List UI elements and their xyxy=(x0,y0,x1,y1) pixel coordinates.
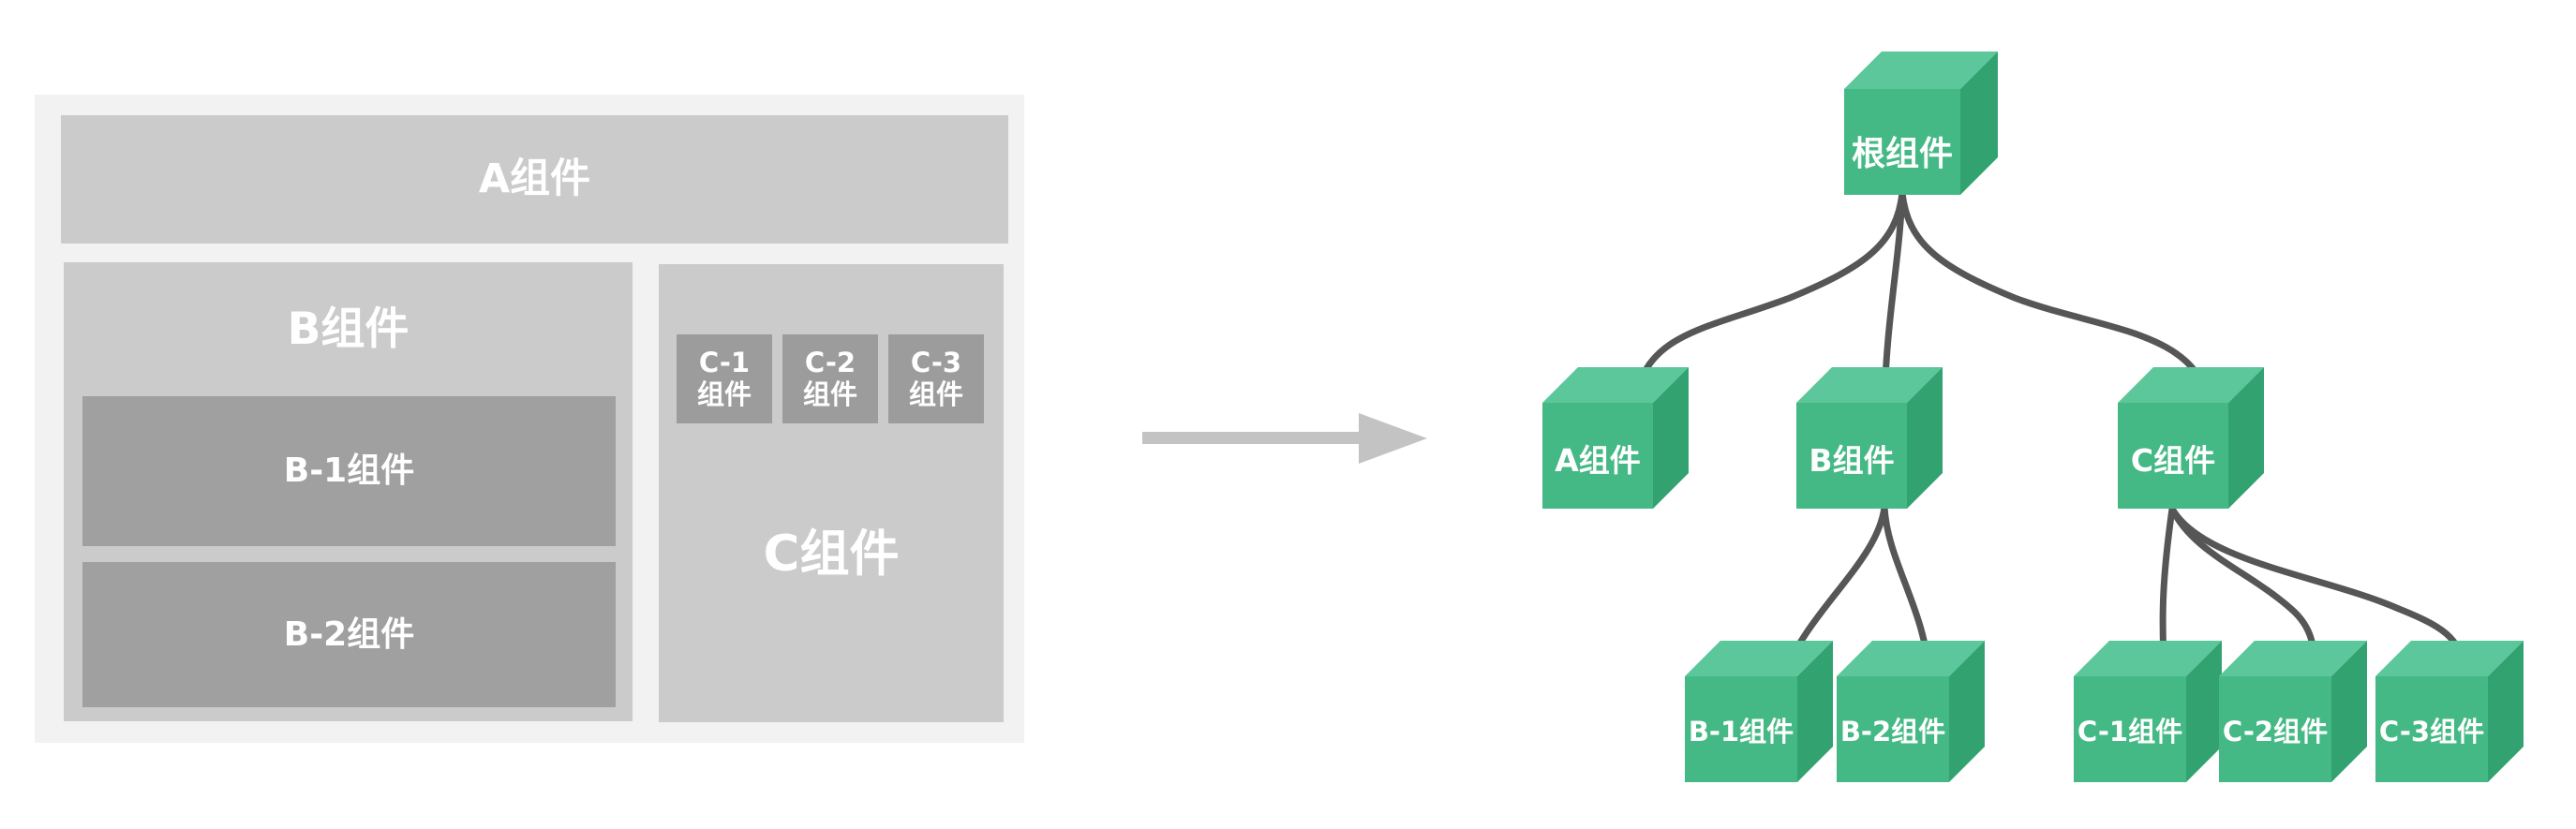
component-box-c2-label: C-2 组件 xyxy=(802,347,857,410)
cube-a: A组件 xyxy=(1542,367,1689,509)
tree-edges xyxy=(1630,189,2468,682)
cube-c3-label: C-3组件 xyxy=(2379,716,2484,748)
cube-c-label: C组件 xyxy=(2131,442,2215,479)
component-box-b: B组件 B-1组件 B-2组件 xyxy=(64,262,633,721)
component-box-a-label: A组件 xyxy=(478,155,591,202)
component-box-c1-label: C-1 组件 xyxy=(696,347,752,410)
cube-b1-top-face xyxy=(1685,641,1833,676)
component-box-b-label: B组件 xyxy=(287,303,409,356)
cube-c-side-face xyxy=(2228,367,2264,509)
component-box-b1-label: B-1组件 xyxy=(283,452,415,491)
component-box-b1: B-1组件 xyxy=(82,396,616,546)
cube-b1: B-1组件 xyxy=(1685,641,1833,782)
component-box-c3-label: C-3 组件 xyxy=(908,347,963,410)
cube-b: B组件 xyxy=(1796,367,1943,509)
nested-components-panel: A组件 B组件 B-1组件 B-2组件 C-1 组件 C-2 组件 C-3 组件 xyxy=(35,95,1024,743)
cube-c3: C-3组件 xyxy=(2375,641,2524,782)
cube-b1-label: B-1组件 xyxy=(1689,716,1794,748)
cube-root-label: 根组件 xyxy=(1852,135,1953,173)
cube-c: C组件 xyxy=(2118,367,2264,509)
cube-b2-side-face xyxy=(1949,641,1985,782)
transform-arrow xyxy=(1142,413,1427,464)
component-box-a: A组件 xyxy=(61,115,1008,244)
cube-a-top-face xyxy=(1542,367,1689,403)
cube-c1-label: C-1组件 xyxy=(2077,716,2182,748)
edge-root-a xyxy=(1630,189,1906,408)
cube-c3-front-face xyxy=(2375,676,2488,782)
cube-c2-label: C-2组件 xyxy=(2223,716,2328,748)
component-box-c3: C-3 组件 xyxy=(888,334,984,423)
cube-c3-top-face xyxy=(2375,641,2524,676)
cube-a-front-face xyxy=(1542,403,1653,509)
cube-c2-front-face xyxy=(2219,676,2331,782)
cube-b1-side-face xyxy=(1797,641,1833,782)
cube-root: 根组件 xyxy=(1844,52,1998,195)
cube-c1-front-face xyxy=(2074,676,2186,782)
cube-c2-side-face xyxy=(2331,641,2367,782)
cube-b-top-face xyxy=(1796,367,1943,403)
cube-c1-side-face xyxy=(2186,641,2222,782)
cube-c-front-face xyxy=(2118,403,2228,509)
cube-root-top-face xyxy=(1844,52,1998,89)
cube-c3-side-face xyxy=(2488,641,2524,782)
cube-c1-top-face xyxy=(2074,641,2222,676)
cube-c2-top-face xyxy=(2219,641,2367,676)
cube-a-side-face xyxy=(1653,367,1689,509)
component-box-b2: B-2组件 xyxy=(82,562,616,707)
cube-b-label: B组件 xyxy=(1809,442,1894,479)
arrow-head-icon xyxy=(1359,413,1427,464)
cube-a-label: A组件 xyxy=(1555,442,1641,479)
cube-c1: C-1组件 xyxy=(2074,641,2222,782)
arrow-shaft xyxy=(1142,432,1367,444)
component-box-b2-label: B-2组件 xyxy=(283,614,415,654)
cube-b1-front-face xyxy=(1685,676,1797,782)
component-box-c2: C-2 组件 xyxy=(782,334,878,423)
component-box-c-label: C组件 xyxy=(763,525,900,583)
cube-b-side-face xyxy=(1907,367,1943,509)
cube-c-top-face xyxy=(2118,367,2264,403)
cube-root-side-face xyxy=(1960,52,1998,195)
cube-b2-front-face xyxy=(1837,676,1949,782)
cube-c2: C-2组件 xyxy=(2219,641,2367,782)
component-box-c1: C-1 组件 xyxy=(677,334,772,423)
cube-b2: B-2组件 xyxy=(1837,641,1985,782)
component-box-c-children: C-1 组件 C-2 组件 C-3 组件 xyxy=(677,334,984,423)
cube-root-front-face xyxy=(1844,89,1960,195)
edge-root-c xyxy=(1898,189,2212,408)
cube-b2-top-face xyxy=(1837,641,1985,676)
component-box-c: C-1 组件 C-2 组件 C-3 组件 C组件 xyxy=(659,264,1004,722)
cube-b2-label: B-2组件 xyxy=(1840,716,1945,748)
cube-b-front-face xyxy=(1796,403,1907,509)
